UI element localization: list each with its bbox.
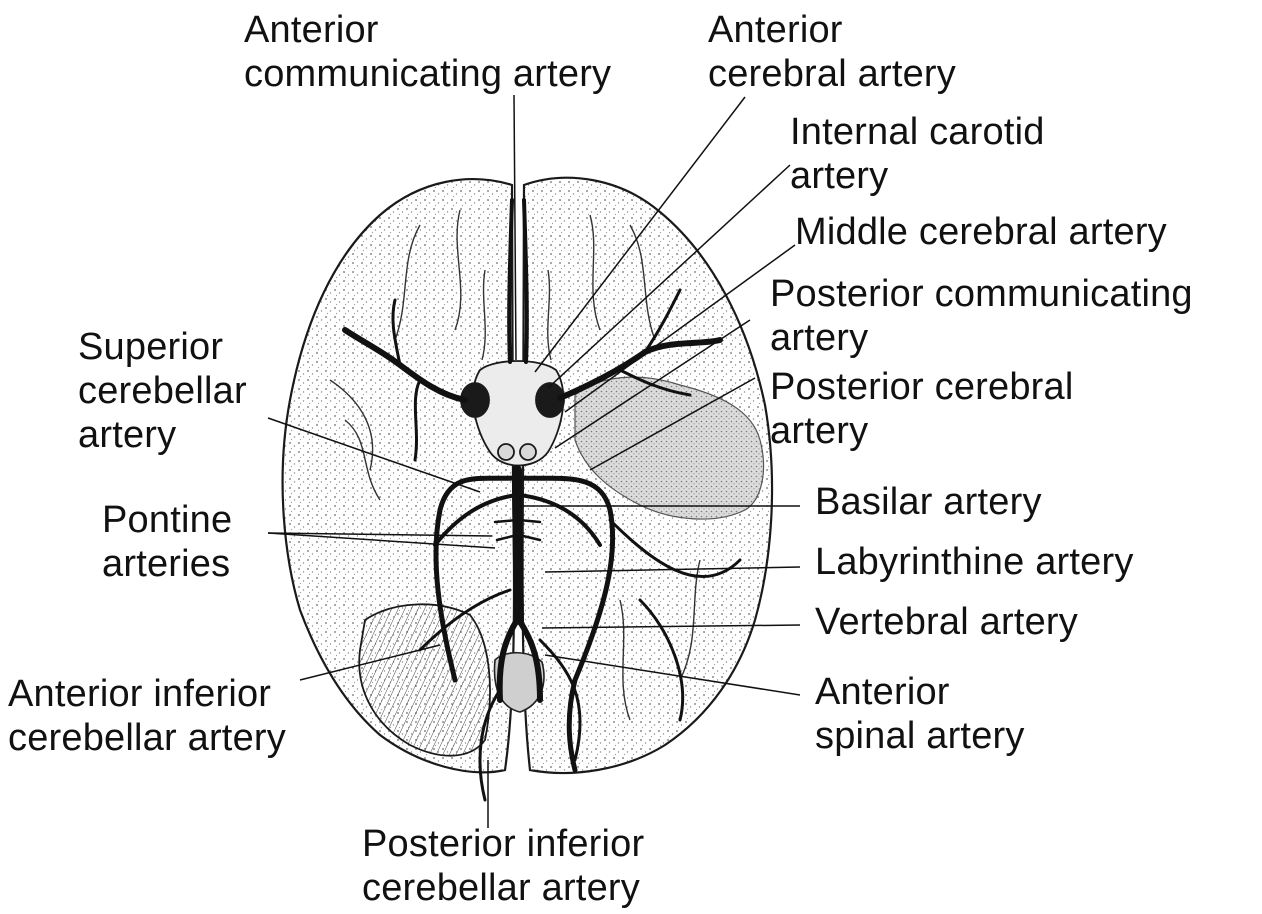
label-vertebral-artery: Vertebral artery — [815, 600, 1078, 644]
label-middle-cerebral-artery: Middle cerebral artery — [795, 210, 1167, 254]
label-line: Anterior — [815, 670, 1025, 714]
label-posterior-inferior-cerebellar-artery: Posterior inferior cerebellar artery — [362, 822, 644, 910]
label-line: Vertebral artery — [815, 600, 1078, 644]
label-line: Superior — [78, 325, 247, 369]
basilar-artery — [517, 470, 519, 620]
label-line: Pontine — [102, 498, 232, 542]
label-line: Posterior cerebral — [770, 365, 1074, 409]
label-line: Internal carotid — [790, 110, 1045, 154]
label-basilar-artery: Basilar artery — [815, 480, 1042, 524]
label-line: Labyrinthine artery — [815, 540, 1134, 584]
label-line: cerebral artery — [708, 52, 956, 96]
label-anterior-communicating-artery: Anterior communicating artery — [244, 8, 611, 96]
label-anterior-inferior-cerebellar-artery: Anterior inferior cerebellar artery — [8, 672, 286, 760]
label-anterior-cerebral-artery: Anterior cerebral artery — [708, 8, 956, 96]
label-line: artery — [790, 154, 1045, 198]
label-line: spinal artery — [815, 714, 1025, 758]
label-line: Anterior — [244, 8, 611, 52]
label-line: Posterior communicating — [770, 272, 1193, 316]
label-line: cerebellar artery — [362, 866, 644, 910]
label-posterior-communicating-artery: Posterior communicating artery — [770, 272, 1193, 360]
label-pontine-arteries: Pontine arteries — [102, 498, 232, 586]
label-line: Anterior inferior — [8, 672, 286, 716]
label-line: cerebellar artery — [8, 716, 286, 760]
label-line: communicating artery — [244, 52, 611, 96]
label-anterior-spinal-artery: Anterior spinal artery — [815, 670, 1025, 758]
label-line: cerebellar — [78, 369, 247, 413]
label-internal-carotid-artery: Internal carotid artery — [790, 110, 1045, 198]
label-line: arteries — [102, 542, 232, 586]
label-line: Anterior — [708, 8, 956, 52]
label-line: Middle cerebral artery — [795, 210, 1167, 254]
label-line: Posterior inferior — [362, 822, 644, 866]
label-line: artery — [78, 413, 247, 457]
label-line: artery — [770, 316, 1193, 360]
label-line: artery — [770, 409, 1074, 453]
label-labyrinthine-artery: Labyrinthine artery — [815, 540, 1134, 584]
label-superior-cerebellar-artery: Superior cerebellar artery — [78, 325, 247, 457]
label-line: Basilar artery — [815, 480, 1042, 524]
label-posterior-cerebral-artery: Posterior cerebral artery — [770, 365, 1074, 453]
